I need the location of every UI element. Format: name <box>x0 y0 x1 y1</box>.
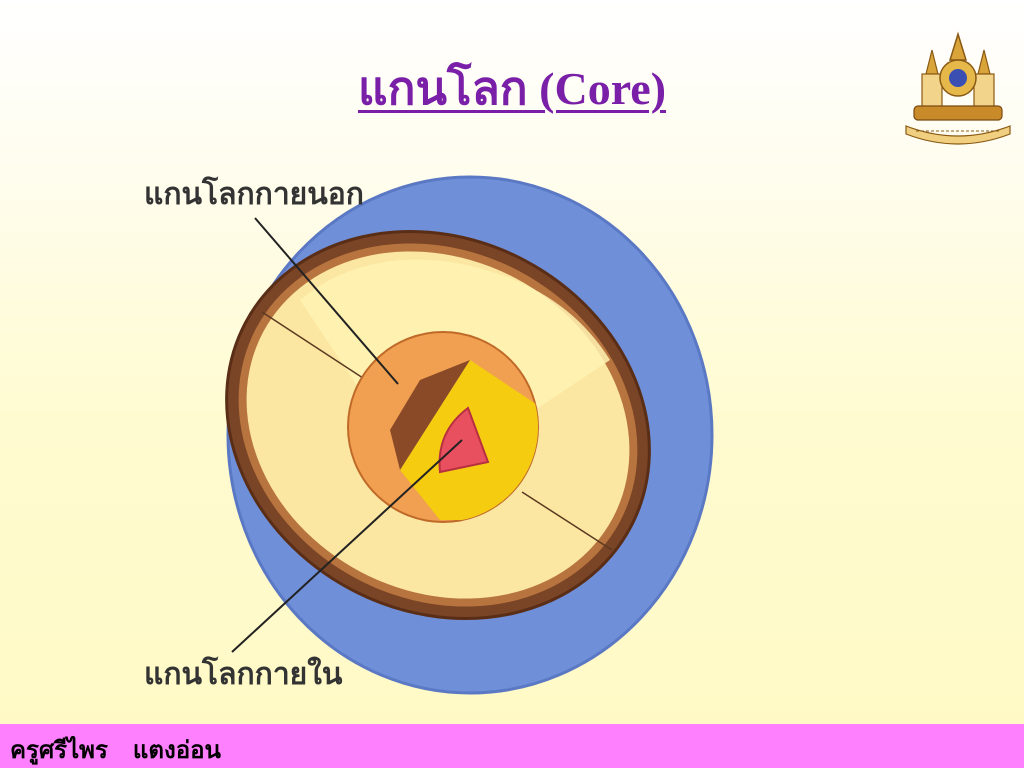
outer-core-leader-line <box>254 217 399 385</box>
outer-core-label: แกนโลกกายนอก <box>144 175 364 212</box>
inner-core <box>438 406 490 474</box>
inner-core-leader-line <box>231 439 463 653</box>
slide-title: แกนโลก (Core) <box>357 63 667 114</box>
footer-bar: ครูศรีไพร แตงอ่อน <box>0 724 1024 768</box>
royal-emblem-icon <box>905 31 1011 145</box>
footer-author: ครูศรีไพร แตงอ่อน <box>10 736 221 764</box>
inner-core-label: แกนโลกกายใน <box>144 655 343 692</box>
